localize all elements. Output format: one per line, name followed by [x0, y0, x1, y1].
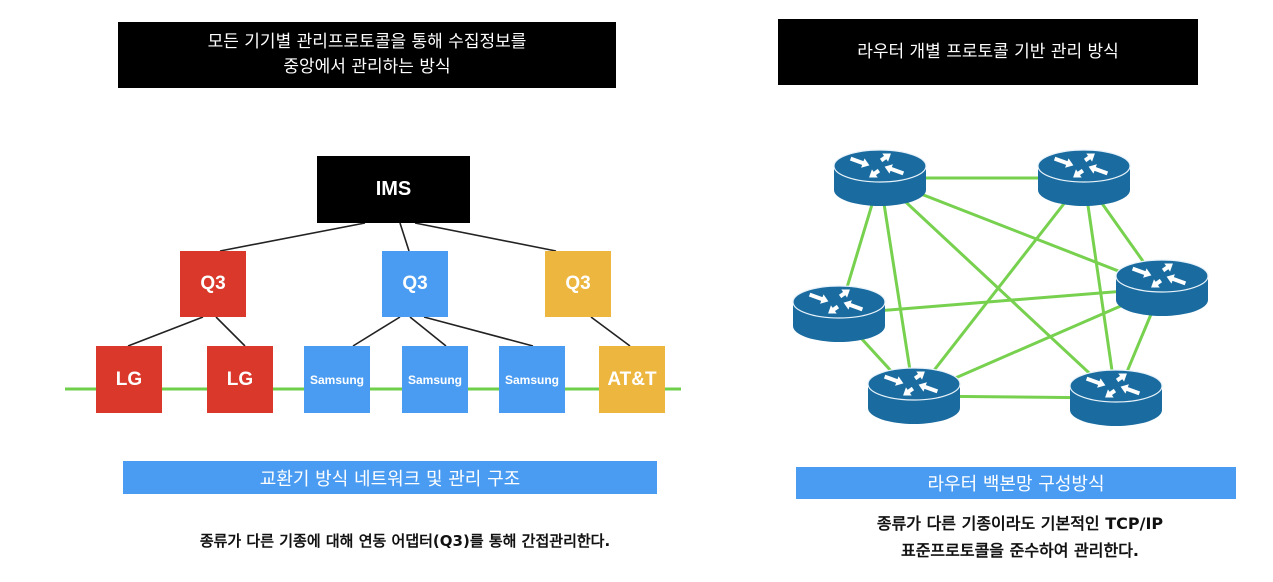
- router-arrows-icon: [1131, 263, 1187, 288]
- q3-adapter-node: Q3: [382, 251, 448, 317]
- tree-link-root-adapter: [219, 222, 366, 252]
- tree-link-root-adapter: [414, 222, 557, 252]
- tree-link-adapter-device: [409, 316, 447, 347]
- arrow-icon: [1161, 263, 1173, 273]
- arrow-icon: [808, 292, 829, 304]
- device-node-samsung: Samsung: [499, 346, 565, 413]
- arrow-icon: [869, 168, 881, 178]
- device-label: AT&T: [607, 368, 657, 390]
- right-description-line-1: 종류가 다른 기종이라도 기본적인 TCP/IP: [876, 514, 1164, 533]
- device-node-lg: LG: [207, 346, 273, 413]
- right-title-box: 라우터 개별 프로토콜 기반 관리 방식: [778, 19, 1198, 85]
- arrow-icon: [849, 156, 870, 168]
- tree-link-adapter-device: [423, 316, 534, 347]
- router-top-left: [833, 149, 927, 206]
- left-description-text: 종류가 다른 기종에 대해 연동 어댑터(Q3)를 통해 간접관리한다.: [199, 532, 611, 550]
- device-node-lg: LG: [96, 346, 162, 413]
- arrow-icon: [883, 374, 904, 386]
- arrow-icon: [1131, 266, 1152, 278]
- router-middle-left: [792, 285, 886, 342]
- router-link: [838, 286, 1163, 316]
- arrow-icon: [1120, 384, 1141, 396]
- router-top: [1037, 149, 1131, 183]
- tree-link-adapter-device: [590, 316, 631, 347]
- router-top: [792, 285, 886, 319]
- right-title-text: 라우터 개별 프로토콜 기반 관리 방식: [857, 41, 1119, 62]
- tree-link-adapter-device: [127, 316, 204, 347]
- tree-link-root-adapter: [399, 222, 410, 252]
- device-label: Samsung: [407, 372, 462, 387]
- arrow-icon: [1115, 373, 1127, 383]
- left-caption-text: 교환기 방식 네트워크 및 관리 구조: [259, 468, 521, 490]
- router-link: [912, 177, 1086, 397]
- arrow-icon: [903, 386, 915, 396]
- right-description: 종류가 다른 기종이라도 기본적인 TCP/IP 표준프로토콜을 준수하여 관리…: [800, 510, 1240, 564]
- router-top: [833, 149, 927, 183]
- device-node-att: AT&T: [599, 346, 665, 413]
- tree-link-adapter-device: [352, 316, 401, 347]
- router-arrows-icon: [1053, 153, 1109, 178]
- device-label: Samsung: [504, 372, 559, 387]
- router-links: [837, 176, 1164, 400]
- q3-adapter-label: Q3: [565, 273, 591, 294]
- arrow-icon: [1151, 278, 1163, 288]
- device-node-samsung: Samsung: [304, 346, 370, 413]
- router-link: [879, 176, 1163, 290]
- left-title-line-1: 모든 기기별 관리프로토콜을 통해 수집정보를: [207, 32, 527, 52]
- left-caption-bar: 교환기 방식 네트워크 및 관리 구조: [123, 461, 657, 494]
- arrow-icon: [913, 371, 925, 381]
- device-label: LG: [115, 368, 143, 390]
- router-top-right: [1037, 149, 1131, 206]
- arrow-icon: [1083, 153, 1095, 163]
- arrow-icon: [1166, 274, 1187, 286]
- q3-adapter-label: Q3: [200, 273, 226, 294]
- arrow-icon: [1085, 376, 1106, 388]
- right-description-line-2: 표준프로토콜을 준수하여 관리한다.: [900, 541, 1140, 560]
- router-arrows-icon: [883, 371, 939, 396]
- arrow-icon: [1073, 168, 1085, 178]
- router-bottom-right: [1069, 369, 1163, 426]
- device-label: LG: [226, 368, 254, 390]
- left-title-line-2: 중앙에서 관리하는 방식: [283, 57, 451, 77]
- device-node-samsung: Samsung: [402, 346, 468, 413]
- right-caption-bar: 라우터 백본망 구성방식: [796, 467, 1236, 499]
- arrow-icon: [879, 153, 891, 163]
- right-caption-text: 라우터 백본망 구성방식: [927, 474, 1105, 495]
- router-top: [1069, 369, 1163, 403]
- arrow-icon: [918, 382, 939, 394]
- router-link: [1082, 177, 1118, 399]
- q3-adapter-node: Q3: [180, 251, 246, 317]
- router-arrows-icon: [849, 153, 905, 178]
- arrow-icon: [1053, 156, 1074, 168]
- left-title-box: 모든 기기별 관리프로토콜을 통해 수집정보를 중앙에서 관리하는 방식: [118, 22, 616, 88]
- router-middle-right: [1115, 259, 1209, 316]
- router-arrows-icon: [808, 289, 864, 314]
- left-description: 종류가 다른 기종에 대해 연동 어댑터(Q3)를 통해 간접관리한다.: [110, 528, 700, 554]
- router-bottom-left: [867, 367, 961, 424]
- arrow-icon: [1105, 388, 1117, 398]
- q3-adapter-node: Q3: [545, 251, 611, 317]
- tree-link-adapter-device: [215, 316, 246, 347]
- router-link: [878, 177, 916, 397]
- arrow-icon: [1088, 164, 1109, 176]
- device-label: Samsung: [309, 372, 364, 387]
- arrow-icon: [843, 300, 864, 312]
- router-arrows-icon: [1085, 373, 1141, 398]
- ims-node: IMS: [317, 156, 470, 223]
- router-top: [1115, 259, 1209, 293]
- ims-label: IMS: [375, 178, 412, 200]
- arrow-icon: [884, 164, 905, 176]
- router-top: [867, 367, 961, 401]
- arrow-icon: [838, 289, 850, 299]
- arrow-icon: [828, 304, 840, 314]
- q3-adapter-label: Q3: [402, 273, 428, 294]
